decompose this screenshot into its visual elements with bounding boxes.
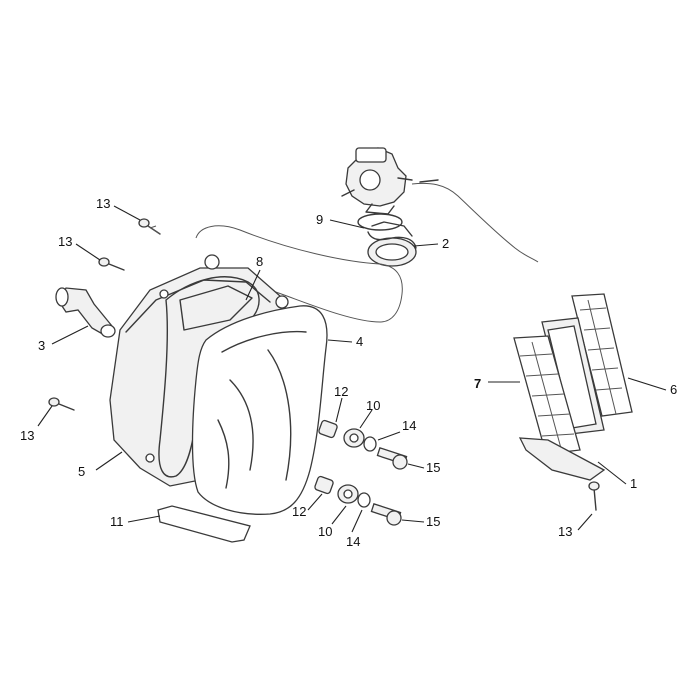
callout-labels: 13 13 3 13 5 11 8 9 2 4 12 10 14 15 12 1… bbox=[20, 196, 677, 549]
bottom-gasket bbox=[157, 505, 251, 543]
washer-upper bbox=[363, 436, 377, 452]
callout-13-top: 13 bbox=[96, 196, 110, 211]
screw-upper-left bbox=[98, 257, 125, 271]
screw-left bbox=[48, 397, 75, 411]
callout-9: 9 bbox=[316, 212, 323, 227]
callout-13-filter: 13 bbox=[558, 524, 572, 539]
callout-13-left: 13 bbox=[20, 428, 34, 443]
callout-13-upper-left: 13 bbox=[58, 234, 72, 249]
callout-12-lower: 12 bbox=[292, 504, 306, 519]
callout-1: 1 bbox=[630, 476, 637, 491]
callout-12-upper: 12 bbox=[334, 384, 348, 399]
filter-frame-rear bbox=[571, 293, 633, 417]
callout-10-upper: 10 bbox=[366, 398, 380, 413]
callout-15-lower: 15 bbox=[426, 514, 440, 529]
callout-8: 8 bbox=[256, 254, 263, 269]
air-box-cover bbox=[191, 295, 328, 515]
callout-4: 4 bbox=[356, 334, 363, 349]
callout-14-upper: 14 bbox=[402, 418, 416, 433]
bolt-upper bbox=[376, 447, 408, 470]
callout-14-lower: 14 bbox=[346, 534, 360, 549]
breather-hose bbox=[195, 225, 403, 323]
bushing-lower bbox=[314, 475, 334, 495]
callout-6: 6 bbox=[670, 382, 677, 397]
callout-2: 2 bbox=[442, 236, 449, 251]
callout-5: 5 bbox=[78, 464, 85, 479]
filter-element bbox=[541, 317, 605, 435]
intake-boot bbox=[367, 221, 417, 267]
carburetor bbox=[341, 147, 413, 215]
hose-fitting bbox=[55, 287, 116, 338]
throttle-cable bbox=[411, 182, 539, 263]
leader-lines bbox=[37, 205, 667, 533]
bolt-lower bbox=[370, 503, 402, 526]
filter-frame-front bbox=[513, 335, 581, 455]
screw-top bbox=[138, 218, 161, 235]
bushing-upper bbox=[318, 419, 338, 439]
washer-lower bbox=[357, 492, 371, 508]
grommet-upper bbox=[343, 428, 365, 448]
filter-tray bbox=[518, 437, 606, 481]
callout-11: 11 bbox=[110, 514, 124, 529]
callout-15-upper: 15 bbox=[426, 460, 440, 475]
grommet-lower bbox=[337, 484, 359, 504]
callout-3: 3 bbox=[38, 338, 45, 353]
callout-10-lower: 10 bbox=[318, 524, 332, 539]
hose-clamp bbox=[357, 213, 403, 231]
screw-filter bbox=[588, 481, 600, 511]
callout-7: 7 bbox=[474, 376, 481, 391]
